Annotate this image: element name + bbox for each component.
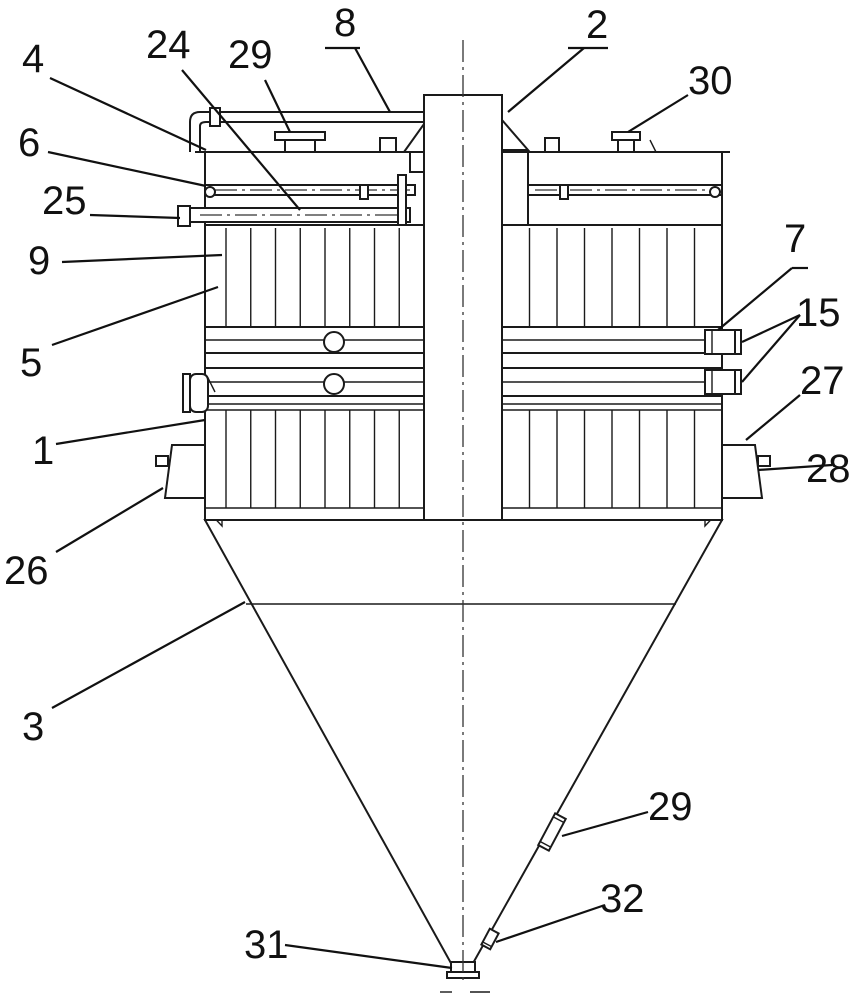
label-8: 8 xyxy=(334,1,356,45)
label-3: 3 xyxy=(22,705,44,749)
label-5: 5 xyxy=(20,341,42,385)
label-2: 2 xyxy=(586,3,608,47)
label-30: 30 xyxy=(688,59,733,103)
label-4: 4 xyxy=(22,37,44,81)
label-9: 9 xyxy=(28,239,50,283)
top-nozzle-29 xyxy=(274,131,326,153)
top-nozzle-30 xyxy=(611,131,657,153)
label-25: 25 xyxy=(42,179,87,223)
label-27: 27 xyxy=(800,359,845,403)
label-32: 32 xyxy=(600,877,645,921)
cone-manhole-nozzle xyxy=(536,811,568,853)
leader-lines xyxy=(47,46,833,970)
left-inlet-nozzle xyxy=(182,373,216,413)
label-6: 6 xyxy=(18,121,40,165)
support-lugs xyxy=(155,444,771,499)
label-26: 26 xyxy=(4,549,49,593)
right-pipe-flanges xyxy=(704,329,742,395)
label-28: 28 xyxy=(806,447,851,491)
cone-sample-valve xyxy=(480,927,500,951)
label-29-cone: 29 xyxy=(648,785,693,829)
label-1: 1 xyxy=(32,429,54,473)
part-labels: 4 24 29 8 2 30 6 25 9 7 15 5 27 1 28 26 … xyxy=(4,1,851,967)
label-24: 24 xyxy=(146,23,191,67)
label-29-top: 29 xyxy=(228,33,273,77)
tube-bundle xyxy=(225,228,696,508)
overhead-pipe xyxy=(189,107,560,153)
label-15: 15 xyxy=(796,291,841,335)
label-7: 7 xyxy=(784,217,806,261)
label-31: 31 xyxy=(244,923,289,967)
